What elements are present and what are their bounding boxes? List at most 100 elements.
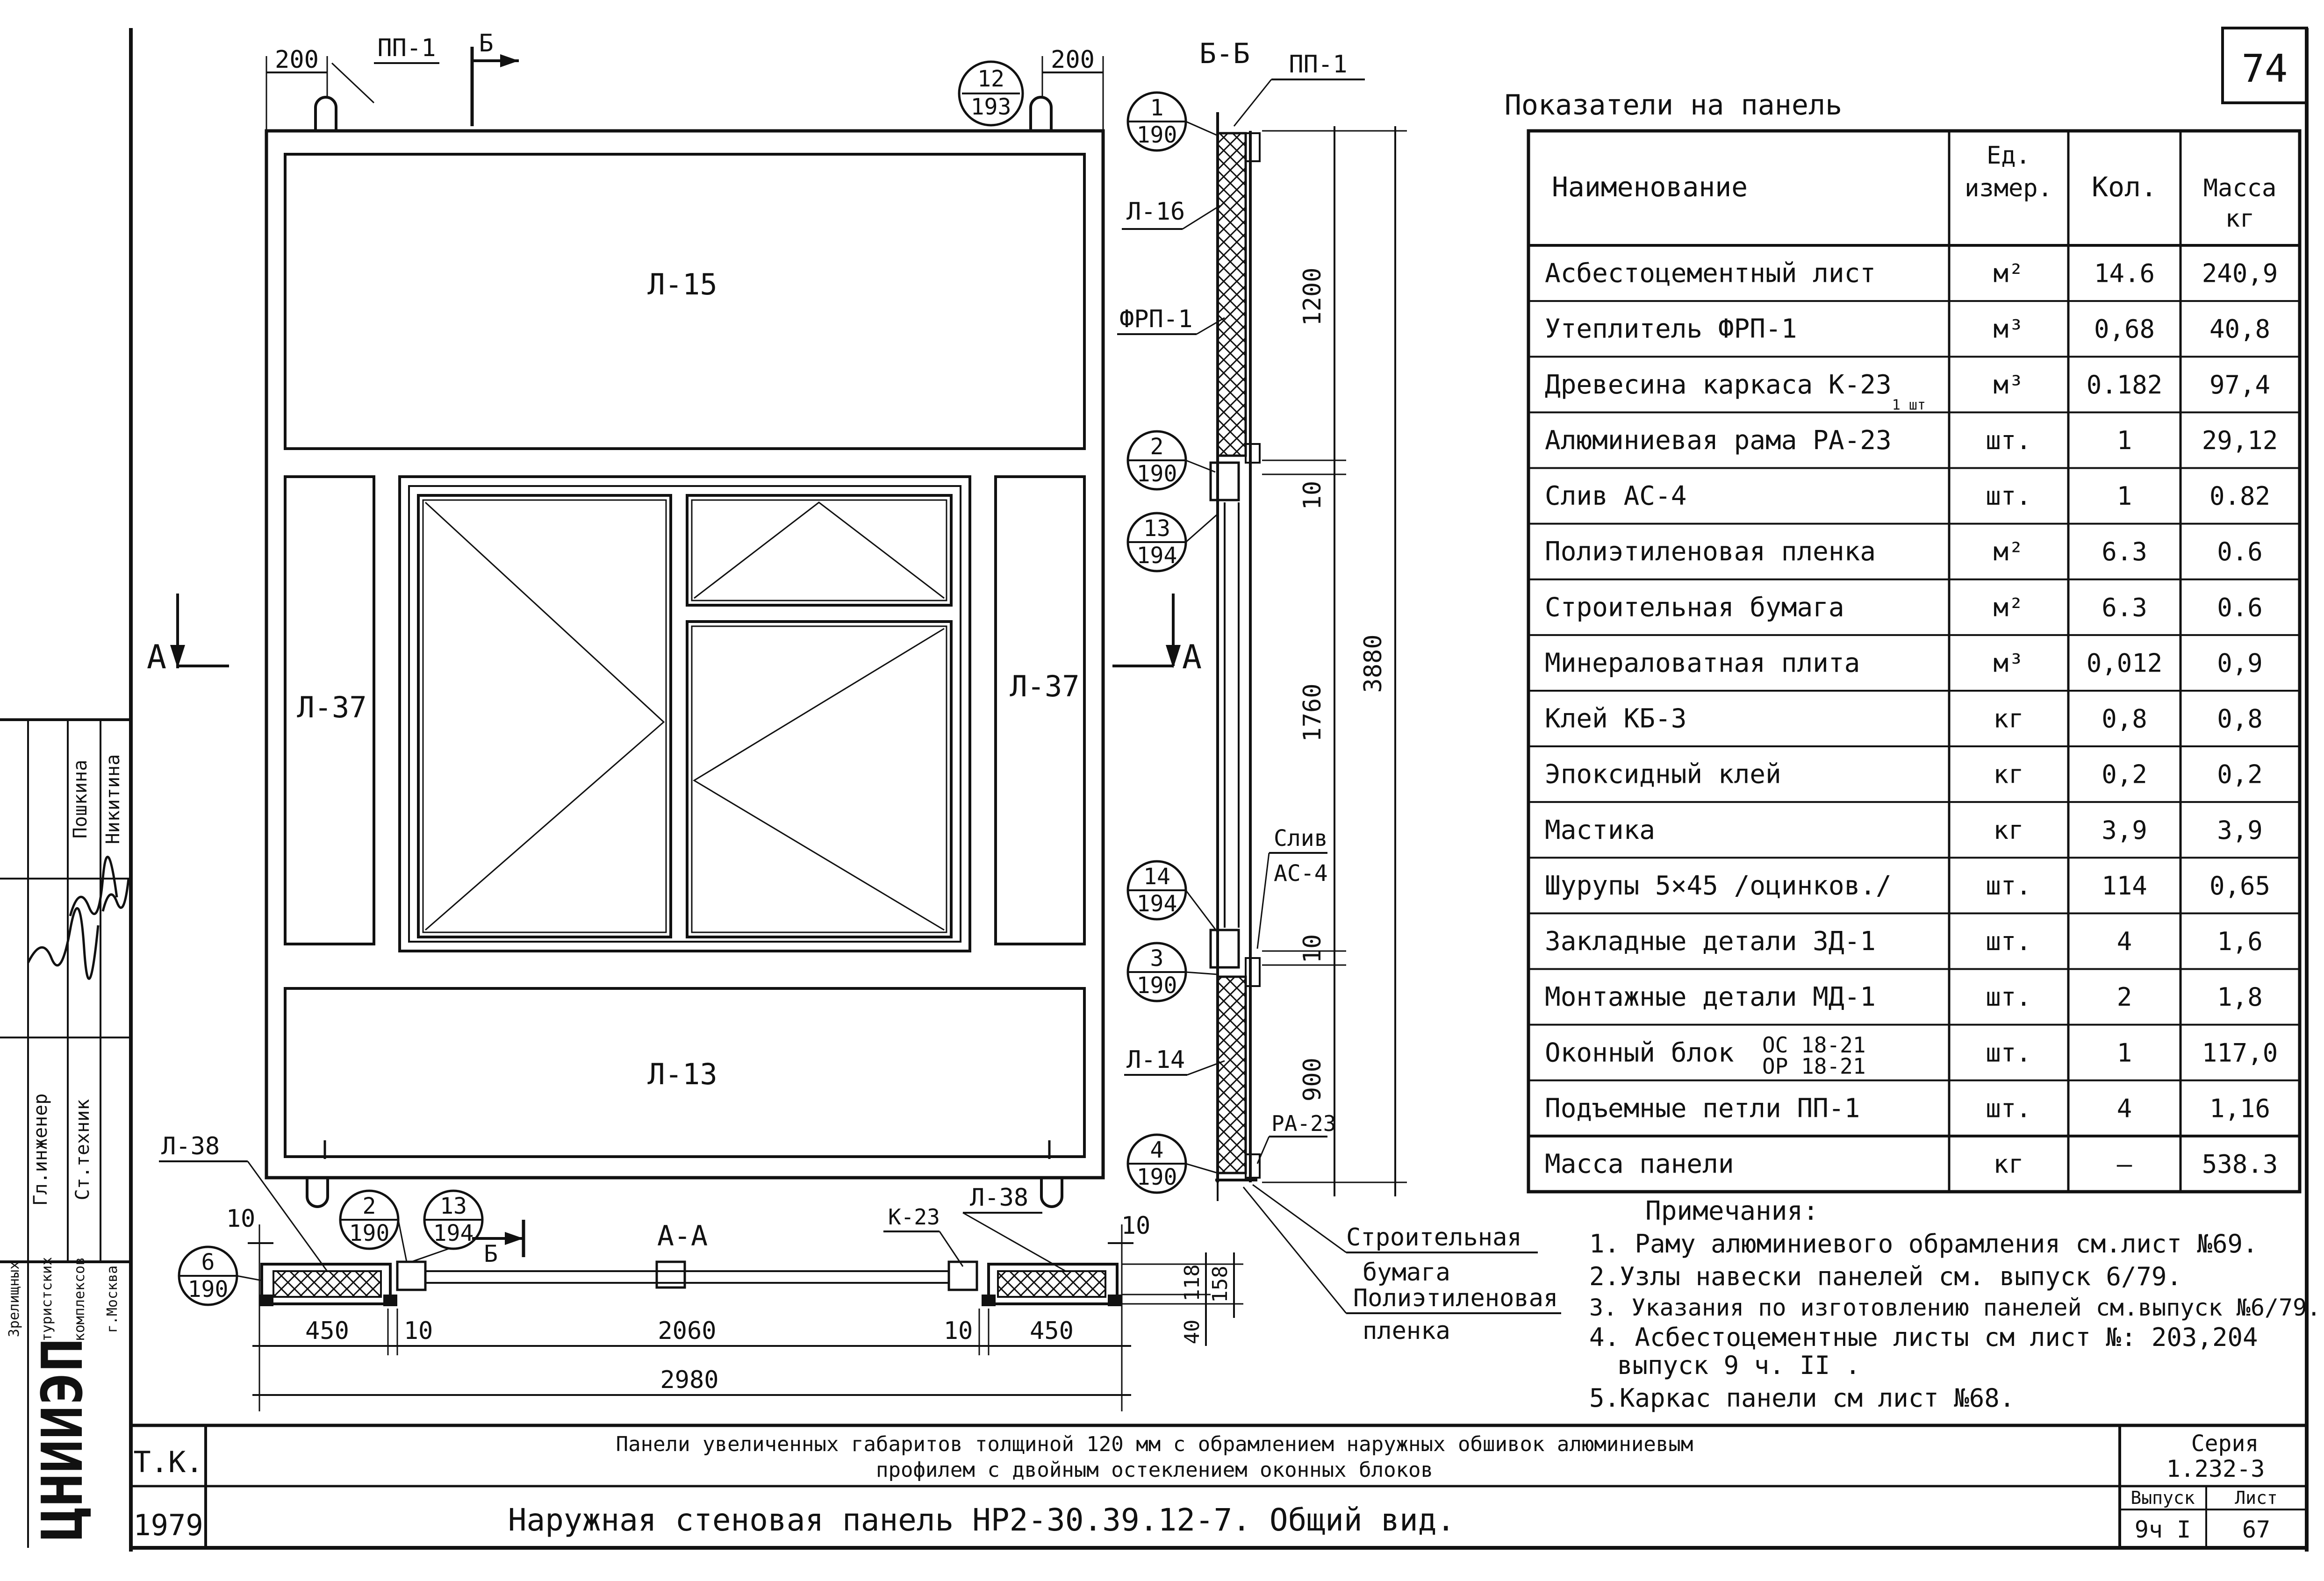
- bb-note-paper-1: Строительная: [1346, 1223, 1522, 1252]
- tb-series-label: Серия: [2191, 1431, 2259, 1457]
- section-a-mark-left: А: [147, 594, 229, 676]
- bb-node-14-den: 194: [1137, 891, 1177, 917]
- row-name-sub: 1 шт: [1892, 397, 1926, 413]
- aa-nodes: 6 190 2 190 13 194: [178, 1189, 484, 1306]
- row-qty: 1: [2117, 426, 2132, 455]
- row-qty: 114: [2102, 871, 2147, 901]
- row-name: Закладные детали ЗД-1: [1545, 926, 1876, 957]
- stamp-name-2: Никитина: [102, 754, 124, 844]
- row-qty: 1: [2117, 1038, 2132, 1067]
- aa-label-l38-right: Л-38: [970, 1184, 1028, 1212]
- label-l13: Л-13: [647, 1057, 717, 1091]
- row-name: Утеплитель ФРП-1: [1545, 314, 1797, 344]
- aa-dim-450-left: 450: [305, 1317, 349, 1345]
- row-qty: 0.182: [2087, 370, 2163, 400]
- bb-note-paper-2: бумага: [1363, 1259, 1450, 1287]
- row-unit: м³: [1993, 315, 2023, 344]
- bb-dimensions: 1200 10 1760 10 900 3880: [1262, 126, 1407, 1196]
- row-qty: 4: [2117, 927, 2132, 956]
- note-5: 5.Каркас панели см лист №68.: [1589, 1383, 2015, 1413]
- label-l37-right: Л-37: [1010, 669, 1079, 703]
- aa-dim-2060: 2060: [658, 1317, 716, 1345]
- signature-2: [69, 855, 118, 916]
- organization-logo: ЦНИИЭП: [30, 1338, 95, 1540]
- aa-dim-10-left: 10: [226, 1205, 256, 1233]
- row-mass: 40,8: [2209, 315, 2270, 344]
- row-mass: 0,9: [2217, 648, 2263, 678]
- row-unit: кг: [1993, 704, 2023, 734]
- node-12-193: 12 193: [958, 60, 1024, 127]
- row-unit: кг: [1993, 1150, 2023, 1179]
- notes: Примечания: 1. Раму алюминиевого обрамле…: [1589, 1196, 2321, 1413]
- row-mass: 0,2: [2217, 760, 2263, 789]
- row-qty: 2: [2117, 982, 2132, 1012]
- label-l37-left: Л-37: [297, 690, 366, 724]
- row-name: Эпоксидный клей: [1545, 759, 1781, 790]
- row-unit: шт.: [1986, 982, 2031, 1012]
- row-unit: м²: [1993, 537, 2023, 566]
- section-bb-title: Б-Б: [1199, 37, 1250, 70]
- tb-drawing-title: Наружная стеновая панель НР2-30.39.12-7.…: [508, 1502, 1456, 1538]
- bb-node-1-den: 190: [1137, 122, 1177, 148]
- tb-org-code: Т.К.: [133, 1445, 203, 1479]
- row-name: Строительная бумага: [1545, 592, 1844, 622]
- row-mass: 29,12: [2202, 426, 2278, 455]
- row-qty: 0,8: [2102, 704, 2147, 734]
- row-mass: 0,8: [2217, 704, 2263, 734]
- row-unit: шт.: [1986, 1038, 2031, 1067]
- th-unit-1: Ед.: [1987, 142, 2030, 170]
- row-mass: 117,0: [2202, 1038, 2278, 1067]
- label-l15: Л-15: [647, 267, 717, 301]
- section-b-mark-top: Б: [479, 29, 493, 57]
- title-block: Т.К. 1979 Панели увеличенных габаритов т…: [129, 1424, 2309, 1550]
- bb-note-film-1: Полиэтиленовая: [1353, 1284, 1558, 1312]
- stamp-org-4: г.Москва: [104, 1266, 121, 1333]
- tb-year: 1979: [133, 1508, 203, 1542]
- row-qty: 4: [2117, 1094, 2132, 1123]
- stamp-role-1: Гл.инженер: [30, 1094, 51, 1206]
- row-unit: шт.: [1986, 927, 2031, 956]
- aa-dim-118: 118: [1180, 1264, 1204, 1301]
- row-unit: шт.: [1986, 871, 2031, 901]
- row-qty: —: [2117, 1150, 2132, 1179]
- node-12-num: 12: [977, 66, 1004, 92]
- row-qty: 0,2: [2102, 760, 2147, 789]
- row-unit: м²: [1993, 259, 2023, 288]
- section-aa: А-А Л-38 Л-38 К-23 Б: [159, 1132, 1243, 1411]
- bb-dim-1200: 1200: [1298, 267, 1327, 326]
- th-qty: Кол.: [2092, 171, 2157, 203]
- bb-dim-1760: 1760: [1298, 683, 1327, 742]
- bb-dim-10-a: 10: [1298, 481, 1327, 510]
- signature-1: [27, 907, 100, 980]
- row-name: Мастика: [1545, 815, 1655, 845]
- panel-outline: [265, 129, 1105, 1180]
- bb-node-3-den: 190: [1137, 973, 1177, 999]
- row-qty: 0,012: [2087, 648, 2163, 678]
- aa-label-l38-left: Л-38: [161, 1132, 220, 1160]
- th-name: Наименование: [1552, 171, 1748, 203]
- row-name: Оконный блок: [1545, 1037, 1734, 1068]
- tb-sheet-value: 67: [2242, 1516, 2270, 1543]
- bb-label-ra23: РА-23: [1271, 1111, 1336, 1136]
- row-mass: 1,6: [2217, 927, 2263, 956]
- row-mass: 538.3: [2202, 1150, 2278, 1179]
- stamp-org-3: комплексов: [72, 1257, 88, 1342]
- note-1: 1. Раму алюминиевого обрамления см.лист …: [1589, 1229, 2258, 1259]
- tb-sheet-label: Лист: [2235, 1488, 2278, 1508]
- sheet-l13: [284, 987, 1086, 1158]
- row-mass: 1,8: [2217, 982, 2263, 1012]
- bb-insulation-bottom: [1216, 975, 1247, 1174]
- bb-label-l14: Л-14: [1126, 1046, 1185, 1074]
- aa-section-b-mark: Б: [472, 1220, 525, 1267]
- bb-label-pp1: ПП-1: [1289, 50, 1347, 79]
- bb-node-4-den: 190: [1137, 1164, 1177, 1190]
- aa-dim-40: 40: [1180, 1320, 1204, 1345]
- tb-description-2: профилем с двойным остеклением оконных б…: [876, 1458, 1433, 1482]
- aa-node-2-den: 190: [349, 1220, 390, 1246]
- aa-labels: Л-38 Л-38 К-23: [159, 1132, 1066, 1272]
- bb-node-13-den: 194: [1137, 543, 1177, 569]
- th-unit-2: измер.: [1965, 174, 2052, 202]
- label-pp1-top: ПП-1: [377, 34, 436, 62]
- sheet-l15: [284, 153, 1086, 450]
